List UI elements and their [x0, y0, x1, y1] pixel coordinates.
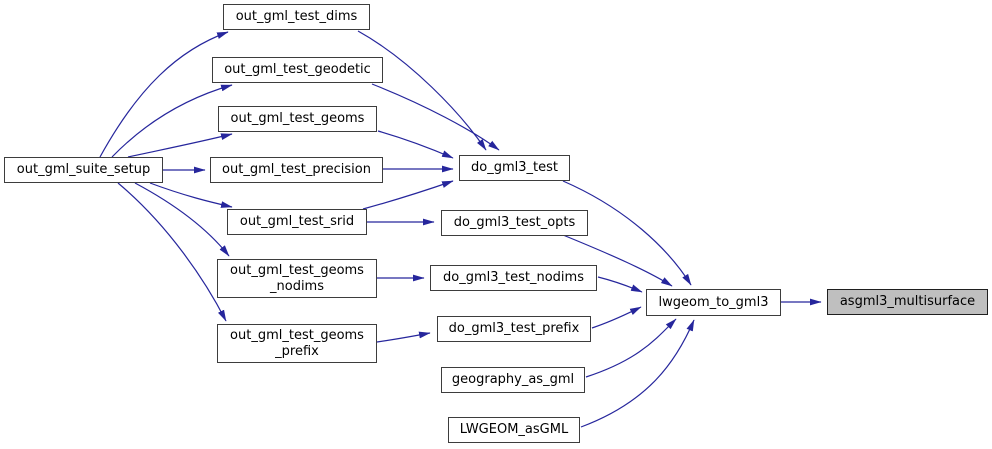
edge-out_gml_test_dims-to-do_gml3_test — [357, 30, 487, 151]
node-label: LWGEOM_asGML — [459, 422, 569, 437]
edge-out_gml_test_geodetic-to-do_gml3_test — [371, 83, 500, 151]
edge-out_gml_test_geoms-to-do_gml3_test — [377, 130, 454, 159]
node-out_gml_test_geodetic[interactable]: out_gml_test_geodetic — [212, 57, 383, 83]
node-do_gml3_test_prefix[interactable]: do_gml3_test_prefix — [437, 316, 591, 342]
node-label: out_gml_test_dims — [235, 9, 358, 24]
node-do_gml3_test[interactable]: do_gml3_test — [459, 155, 570, 181]
node-label: do_gml3_test_opts — [453, 215, 576, 230]
edge-LWGEOM_asGML-to-lwgeom_to_gml3 — [580, 319, 695, 428]
edge-out_gml_suite_setup-to-out_gml_test_geoms_prefix — [117, 182, 227, 322]
edge-out_gml_suite_setup-to-out_gml_test_geodetic — [111, 84, 233, 158]
node-out_gml_test_geoms_nodims[interactable]: out_gml_test_geoms _nodims — [217, 259, 377, 298]
edge-out_gml_suite_setup-to-out_gml_test_dims — [99, 31, 229, 158]
node-do_gml3_test_opts[interactable]: do_gml3_test_opts — [441, 210, 588, 236]
edge-do_gml3_test_nodims-to-lwgeom_to_gml3 — [597, 276, 643, 293]
node-do_gml3_test_nodims[interactable]: do_gml3_test_nodims — [430, 265, 597, 291]
node-out_gml_test_geoms[interactable]: out_gml_test_geoms — [218, 106, 377, 132]
edge-geography_as_gml-to-lwgeom_to_gml3 — [585, 318, 677, 378]
node-out_gml_test_dims[interactable]: out_gml_test_dims — [223, 4, 370, 30]
node-label: do_gml3_test_nodims — [443, 270, 584, 285]
node-asgml3_multisurface: asgml3_multisurface — [827, 289, 988, 315]
node-label: asgml3_multisurface — [839, 294, 976, 309]
node-out_gml_suite_setup[interactable]: out_gml_suite_setup — [4, 157, 163, 183]
node-lwgeom_to_gml3[interactable]: lwgeom_to_gml3 — [646, 289, 781, 316]
edge-out_gml_suite_setup-to-out_gml_test_geoms_nodims — [134, 182, 230, 257]
edge-out_gml_suite_setup-to-out_gml_test_srid — [149, 182, 233, 208]
node-label: out_gml_test_geoms _prefix — [230, 327, 364, 359]
node-out_gml_test_precision[interactable]: out_gml_test_precision — [210, 157, 383, 183]
node-label: geography_as_gml — [451, 372, 575, 387]
edge-out_gml_test_geoms_prefix-to-do_gml3_test_prefix — [376, 331, 431, 343]
node-label: do_gml3_test — [471, 160, 558, 175]
node-label: out_gml_test_geodetic — [224, 62, 371, 77]
node-out_gml_test_geoms_prefix[interactable]: out_gml_test_geoms _prefix — [217, 324, 377, 363]
node-label: out_gml_test_precision — [222, 162, 371, 177]
node-label: do_gml3_test_prefix — [448, 321, 580, 336]
node-label: lwgeom_to_gml3 — [658, 294, 769, 310]
node-label: out_gml_test_geoms _nodims — [230, 262, 364, 294]
node-geography_as_gml[interactable]: geography_as_gml — [441, 367, 585, 393]
node-label: out_gml_test_srid — [239, 214, 355, 229]
edge-out_gml_suite_setup-to-out_gml_test_geoms — [127, 133, 233, 158]
edge-out_gml_test_srid-to-do_gml3_test — [362, 180, 454, 210]
node-out_gml_test_srid[interactable]: out_gml_test_srid — [227, 209, 367, 235]
node-label: out_gml_test_geoms — [230, 111, 365, 126]
node-LWGEOM_asGML[interactable]: LWGEOM_asGML — [448, 417, 580, 443]
node-label: out_gml_suite_setup — [16, 162, 151, 177]
edge-do_gml3_test_prefix-to-lwgeom_to_gml3 — [591, 306, 642, 329]
